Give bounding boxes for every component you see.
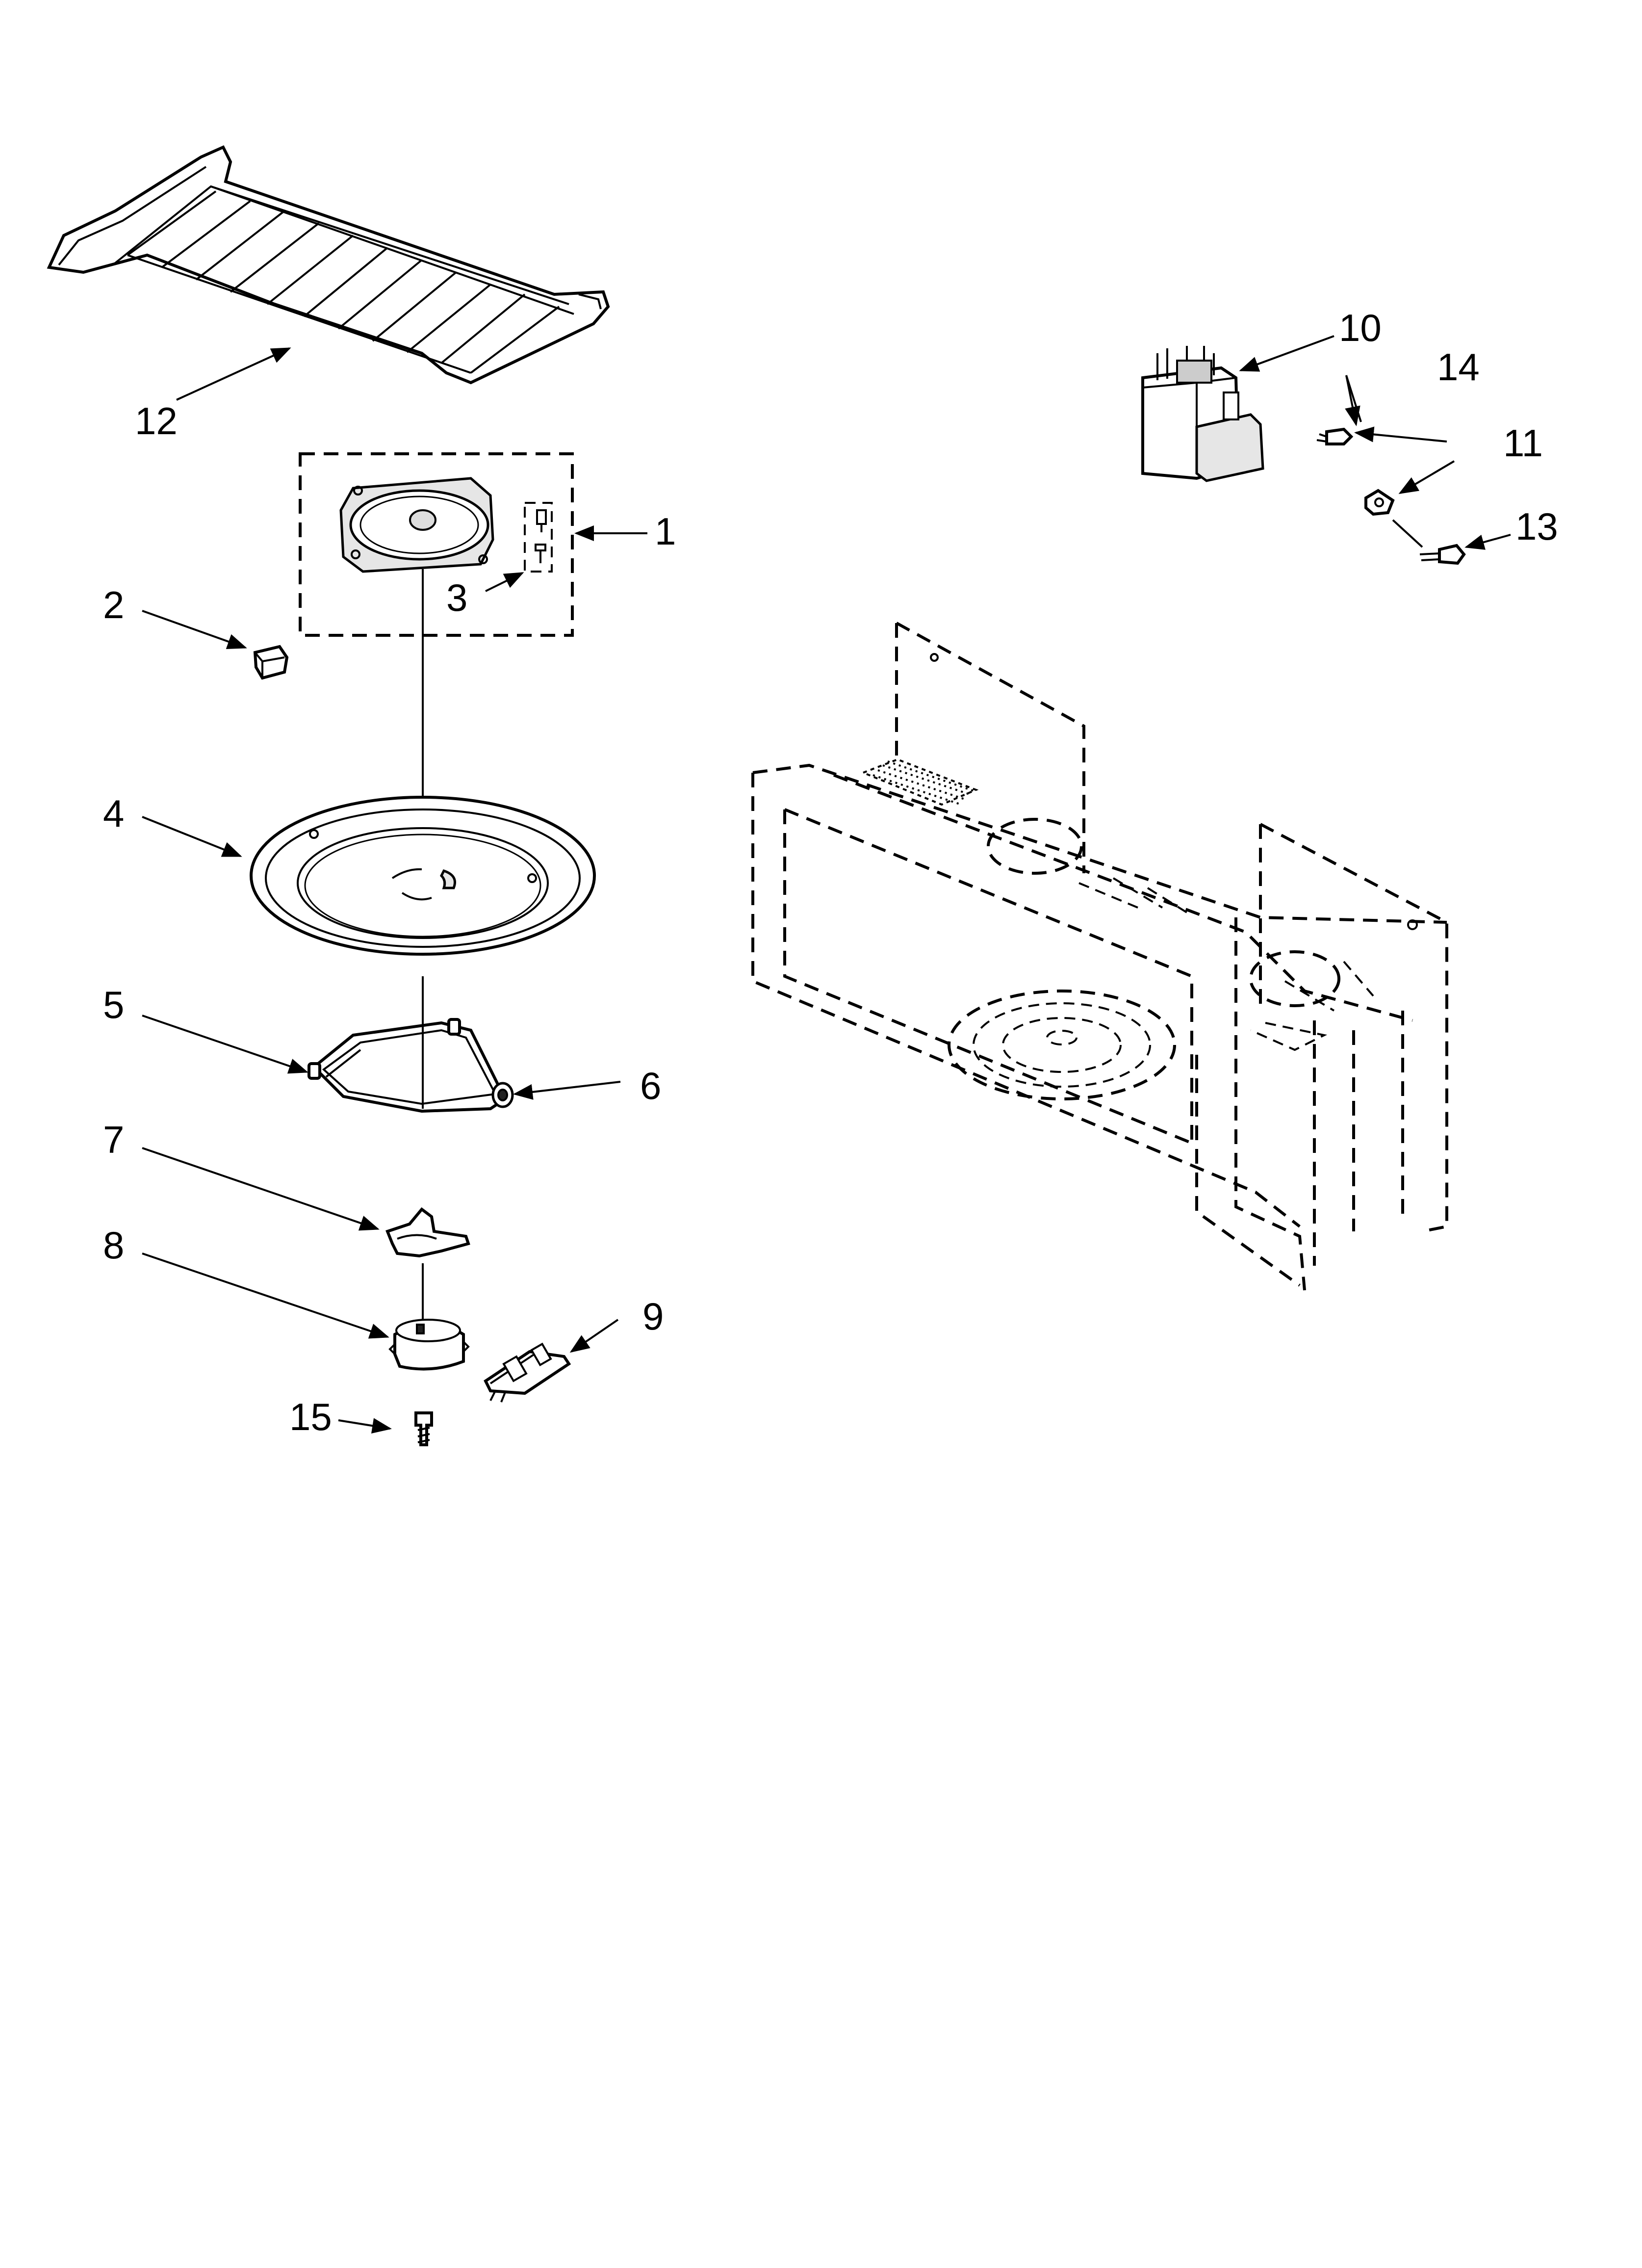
callout-3: 3 <box>446 576 467 619</box>
callout-labels: 1 2 3 4 5 6 7 8 9 10 11 12 13 14 15 <box>103 306 1558 1438</box>
switch-bracket <box>484 1342 571 1403</box>
oven-rack <box>47 145 610 385</box>
mounting-clip <box>1364 489 1395 516</box>
turntable-coupler <box>385 1207 470 1258</box>
callout-4: 4 <box>103 792 124 835</box>
oven-cavity-outline <box>751 622 1448 1291</box>
relay-screw <box>1316 427 1354 445</box>
coupler-assembly-group <box>299 452 574 637</box>
turntable-motor <box>388 1319 470 1371</box>
callout-9: 9 <box>642 1295 664 1338</box>
callout-14: 14 <box>1437 345 1480 389</box>
callout-13: 13 <box>1515 505 1558 548</box>
callout-15: 15 <box>289 1395 332 1438</box>
mounting-screw <box>1419 544 1466 565</box>
turntable-tray <box>250 796 596 956</box>
callout-6: 6 <box>640 1064 661 1107</box>
callout-8: 8 <box>103 1224 124 1267</box>
motor-screw <box>414 1411 433 1446</box>
vent-grille <box>860 758 979 806</box>
roller-wheel <box>491 1082 514 1108</box>
callout-12: 12 <box>135 399 178 443</box>
leader-lines <box>142 335 1511 1434</box>
support-clip <box>253 645 289 680</box>
callout-7: 7 <box>103 1118 124 1161</box>
callout-2: 2 <box>103 583 124 626</box>
roller-ring <box>308 1018 507 1113</box>
callout-11: 11 <box>1503 421 1543 465</box>
callout-5: 5 <box>103 983 124 1026</box>
callout-10: 10 <box>1339 306 1382 349</box>
coupler-plate <box>339 477 494 573</box>
coupler-screws <box>535 509 547 563</box>
callout-1: 1 <box>655 510 676 553</box>
control-relay <box>1141 346 1264 482</box>
